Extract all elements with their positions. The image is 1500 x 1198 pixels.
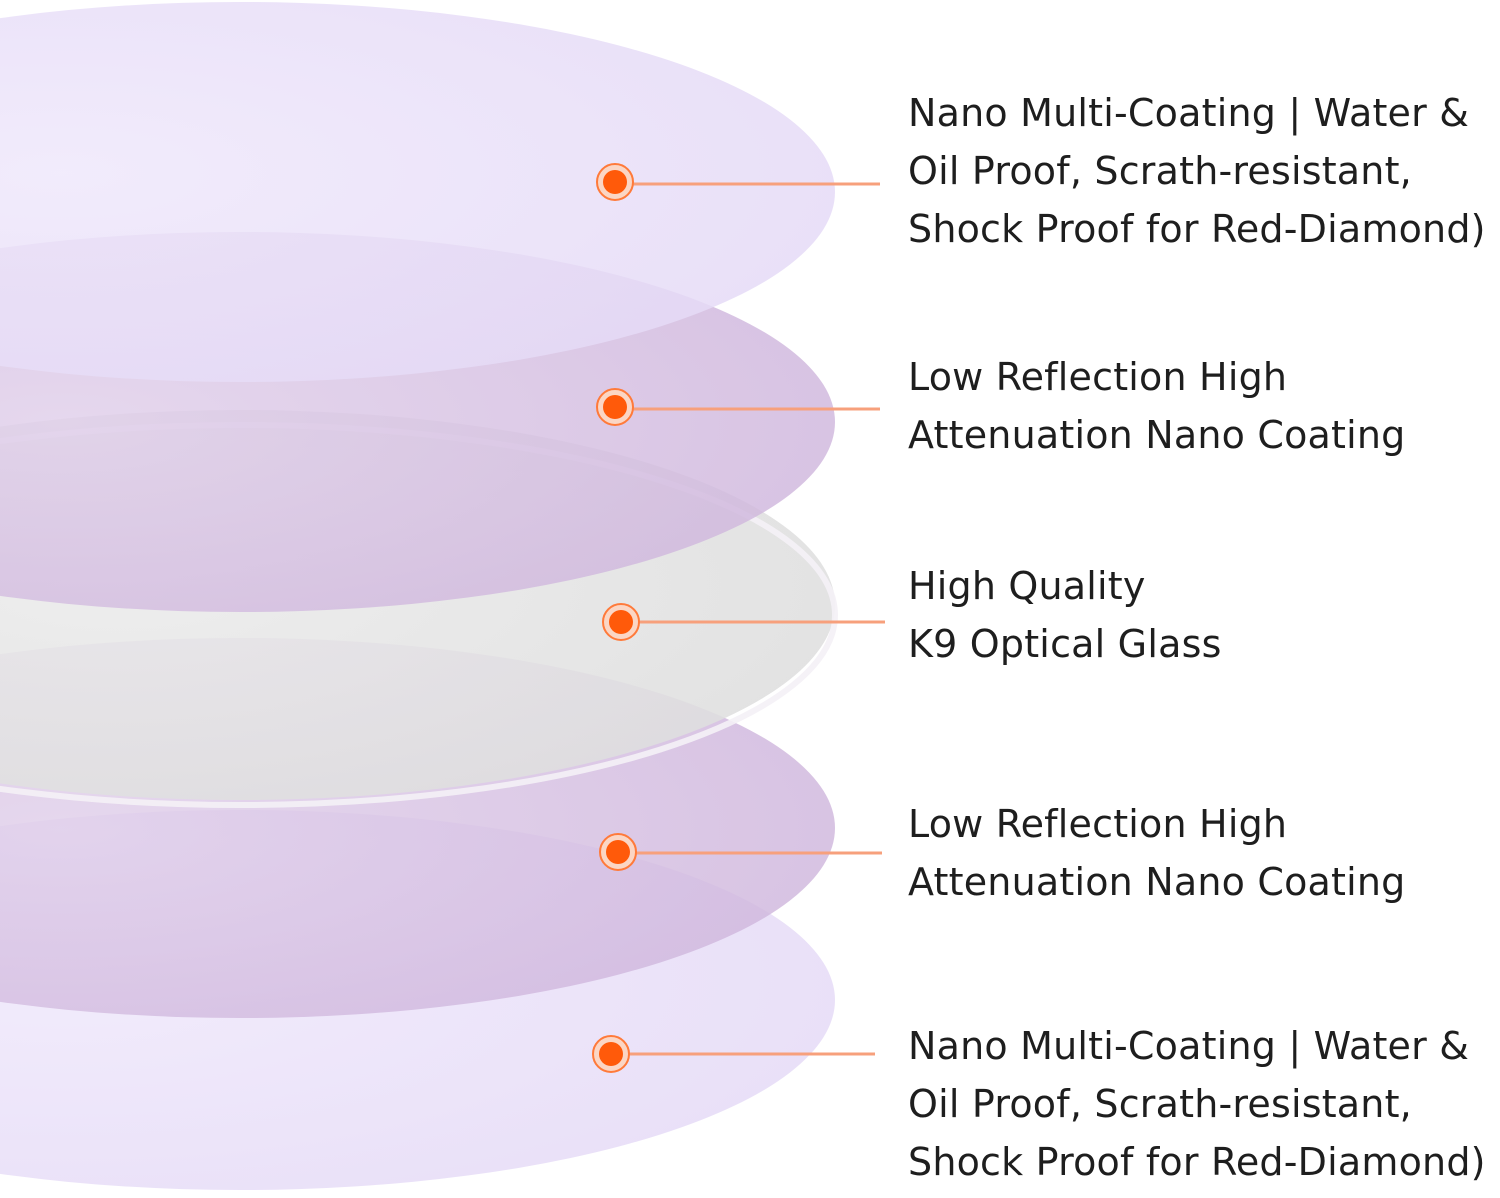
marker-dot-icon: [599, 833, 637, 871]
label-line: Oil Proof, Scrath-resistant,: [908, 1082, 1412, 1126]
label-line: Oil Proof, Scrath-resistant,: [908, 149, 1412, 193]
label-line: Nano Multi-Coating | Water &: [908, 91, 1470, 135]
label-line: Shock Proof for Red-Diamond): [908, 1140, 1486, 1184]
label-lower-low-reflection-coating: Low Reflection High Attenuation Nano Coa…: [908, 795, 1405, 911]
marker-dot-icon: [592, 1035, 630, 1073]
label-upper-low-reflection-coating: Low Reflection High Attenuation Nano Coa…: [908, 348, 1405, 464]
label-line: High Quality: [908, 564, 1146, 608]
label-line: Attenuation Nano Coating: [908, 413, 1406, 457]
label-line: Low Reflection High: [908, 355, 1288, 399]
label-line: Attenuation Nano Coating: [908, 860, 1406, 904]
marker-dot-icon: [596, 163, 634, 201]
label-line: Shock Proof for Red-Diamond): [908, 207, 1486, 251]
label-k9-optical-glass: High Quality K9 Optical Glass: [908, 557, 1222, 673]
label-top-nano-multi-coating: Nano Multi-Coating | Water & Oil Proof, …: [908, 84, 1486, 258]
label-line: Nano Multi-Coating | Water &: [908, 1024, 1470, 1068]
top-coating-disc: [0, 2, 835, 382]
marker-dot-icon: [596, 388, 634, 426]
marker-dot-icon: [602, 603, 640, 641]
label-line: Low Reflection High: [908, 802, 1288, 846]
label-bottom-nano-multi-coating: Nano Multi-Coating | Water & Oil Proof, …: [908, 1017, 1486, 1191]
label-line: K9 Optical Glass: [908, 622, 1222, 666]
